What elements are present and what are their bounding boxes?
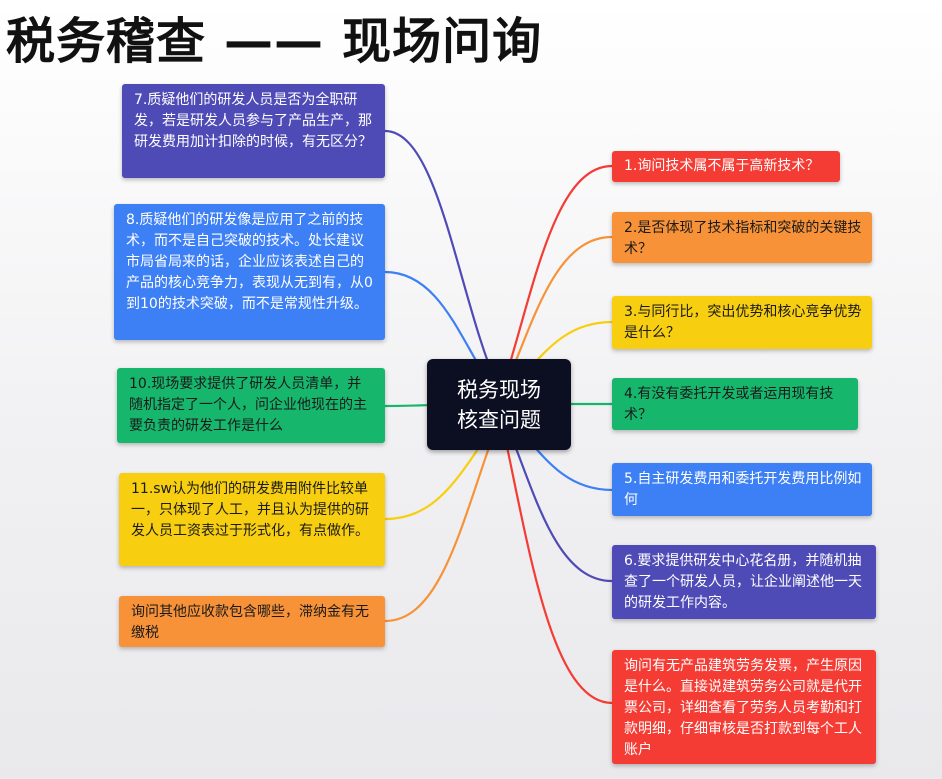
node-q9-text: 询问有无产品建筑劳务发票，产生原因是什么。直接说建筑劳务公司就是代开票公司，详细…: [624, 658, 862, 758]
node-q7-text: 7.质疑他们的研发人员是否为全职研发，若是研发人员参与了产品生产，那研发费用加计…: [134, 92, 372, 150]
node-q12-text: 询问其他应收款包含哪些，滞纳金有无缴税: [131, 604, 369, 641]
node-q4-text: 4.有没有委托开发或者运用现有技术？: [624, 386, 834, 423]
central-topic-line-1: 税务现场: [457, 377, 541, 402]
page-title: 税务稽查 —— 现场问询: [6, 13, 543, 70]
node-q1[interactable]: 1.询问技术属不属于高新技术？: [612, 151, 840, 182]
branch-line-q1: [498, 164, 613, 396]
node-q4[interactable]: 4.有没有委托开发或者运用现有技术？: [612, 378, 858, 430]
branch-line-q7: [384, 129, 502, 393]
node-q2[interactable]: 2.是否体现了技术指标和突破的关键技术？: [612, 212, 872, 263]
node-q6[interactable]: 6.要求提供研发中心花名册，并随机抽查了一个研发人员，让企业阐述他一天的研发工作…: [612, 545, 876, 619]
node-q12[interactable]: 询问其他应收款包含哪些，滞纳金有无缴税: [119, 596, 385, 647]
branch-line-q12: [384, 421, 500, 623]
node-q3-text: 3.与同行比，突出优势和核心竞争优势是什么？: [624, 304, 862, 341]
node-q8-text: 8.质疑他们的研发像是应用了之前的技术，而不是自己突破的技术。处长建议市局省局来…: [126, 212, 373, 312]
branch-line-q9: [498, 413, 613, 705]
central-topic-line-2: 核查问题: [457, 407, 541, 432]
node-q11[interactable]: 11.sw认为他们的研发费用附件比较单一，只体现了人工，并且认为提供的研发人员工…: [119, 473, 385, 566]
node-q11-text: 11.sw认为他们的研发费用附件比较单一，只体现了人工，并且认为提供的研发人员工…: [131, 481, 369, 539]
node-q7[interactable]: 7.质疑他们的研发人员是否为全职研发，若是研发人员参与了产品生产，那研发费用加计…: [122, 84, 385, 178]
node-q10-text: 10.现场要求提供了研发人员清单，并随机指定了一个人，问企业他现在的主要负责的研…: [129, 376, 367, 434]
node-q9[interactable]: 询问有无产品建筑劳务发票，产生原因是什么。直接说建筑劳务公司就是代开票公司，详细…: [612, 650, 876, 764]
node-q5-text: 5.自主研发费用和委托开发费用比例如何: [624, 471, 862, 508]
node-q5[interactable]: 5.自主研发费用和委托开发费用比例如何: [612, 463, 872, 516]
node-q1-text: 1.询问技术属不属于高新技术？: [624, 158, 820, 174]
node-q8[interactable]: 8.质疑他们的研发像是应用了之前的技术，而不是自己突破的技术。处长建议市局省局来…: [114, 204, 385, 340]
node-q3[interactable]: 3.与同行比，突出优势和核心竞争优势是什么？: [612, 296, 872, 349]
node-q2-text: 2.是否体现了技术指标和突破的关键技术？: [624, 220, 862, 257]
node-q10[interactable]: 10.现场要求提供了研发人员清单，并随机指定了一个人，问企业他现在的主要负责的研…: [117, 368, 385, 443]
central-topic-node[interactable]: 税务现场 核查问题: [427, 359, 571, 450]
node-q6-text: 6.要求提供研发中心花名册，并随机抽查了一个研发人员，让企业阐述他一天的研发工作…: [624, 553, 862, 611]
